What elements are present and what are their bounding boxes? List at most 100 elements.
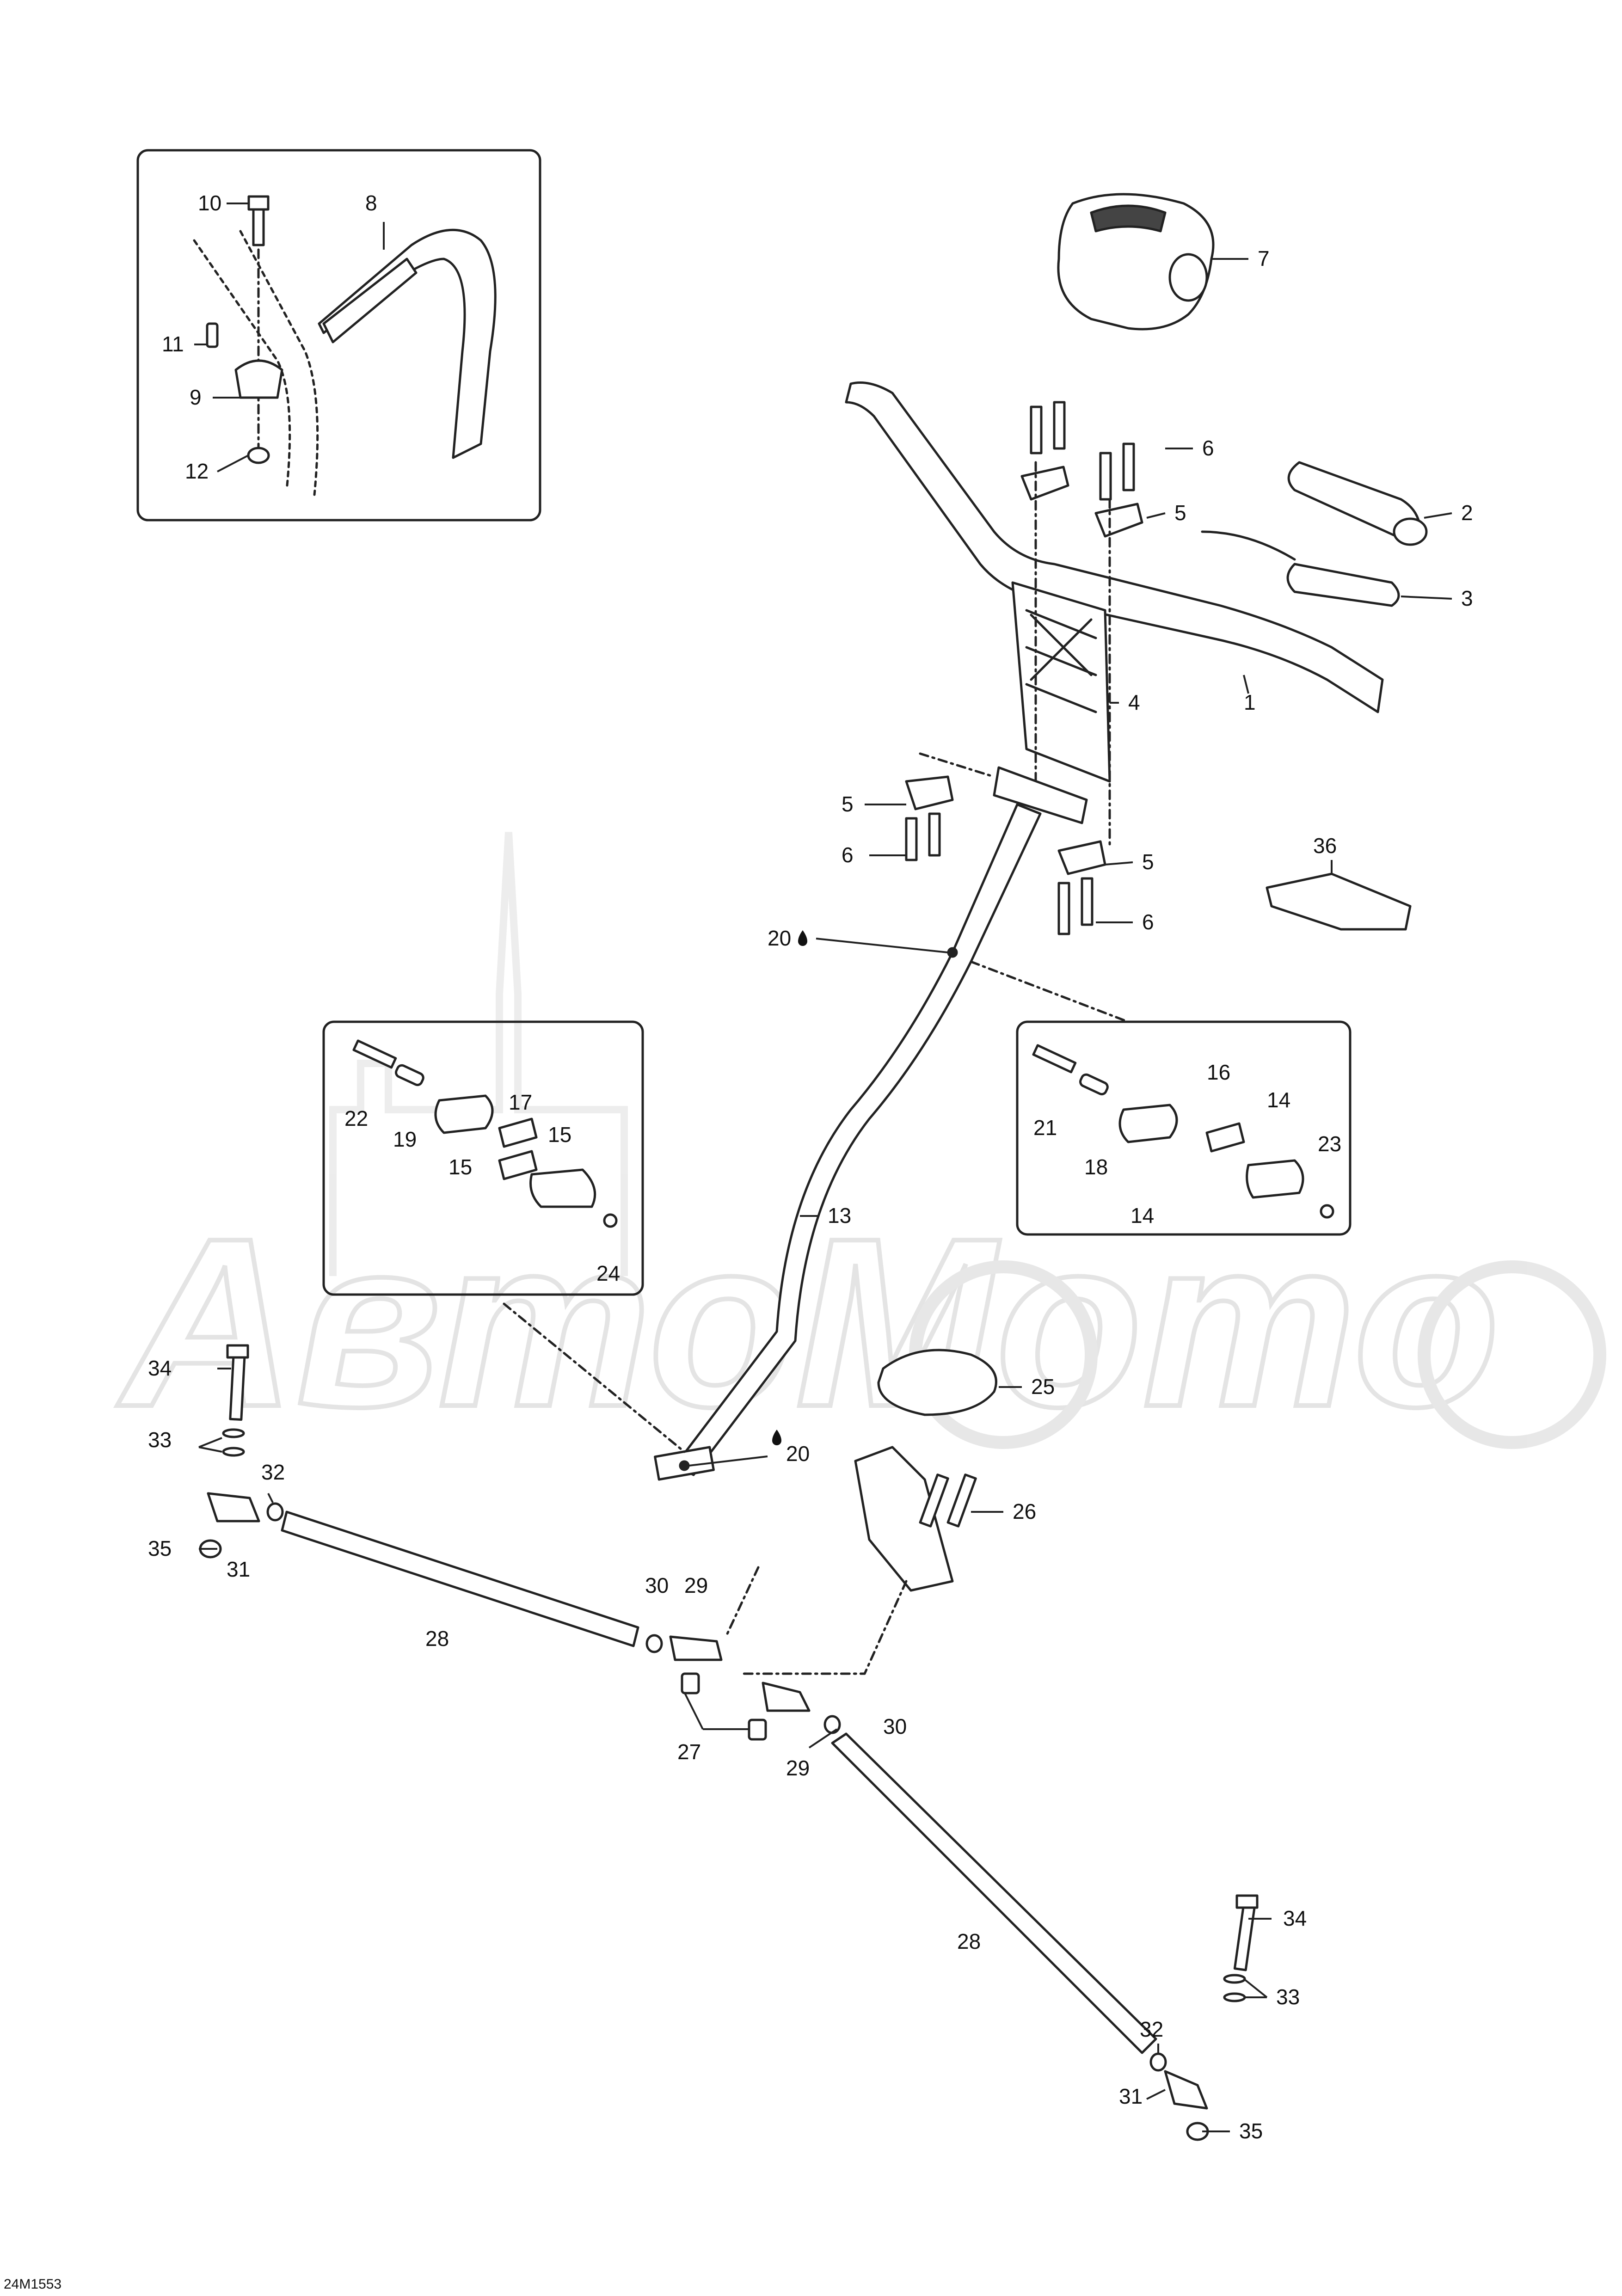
callout-21: 21 [1033,1116,1057,1140]
part-24-nut [603,1213,618,1228]
callout-10: 10 [198,191,221,215]
part-20-point-a [947,947,958,958]
part-29-rod-end-a [669,1635,723,1661]
part-33-washer-left-b [222,1447,245,1457]
part-5-clamp-b [1094,503,1143,538]
part-34-bolt-left [229,1353,246,1421]
part-33-washer-right-b [1223,1992,1246,2002]
part-12-nut [247,447,270,464]
callout-30-left: 30 [645,1573,669,1597]
callout-6-right: 6 [1142,910,1154,934]
callout-29-b: 29 [786,1756,810,1780]
part-1-handlebar [845,381,1384,713]
part-6-bolt-f [928,812,941,857]
callout-34-left: 34 [148,1356,172,1380]
part-33-washer-left-a [222,1428,245,1438]
axis-bracket [725,1566,908,1675]
callout-35-right: 35 [1239,2119,1263,2143]
part-34-bolt-right [1233,1903,1256,1971]
part-6-bolt-d [1122,442,1135,491]
part-13-steering-column [674,803,1042,1476]
inset-box-handlebar [136,149,541,522]
callout-35-left: 35 [148,1536,172,1560]
part-15-clamp-a [434,1094,494,1134]
part-6-bolt-a [1030,405,1043,454]
callout-3: 3 [1461,586,1473,610]
callout-32-left: 32 [261,1460,285,1484]
part-21-bolt [1032,1044,1077,1074]
part-28-tie-rod-left [281,1510,639,1647]
callout-4: 4 [1128,690,1140,714]
callout-15-b: 15 [449,1155,472,1179]
part-5-clamp-d [1057,840,1106,875]
part-30-nut-right [823,1715,841,1734]
callout-25: 25 [1031,1375,1055,1399]
callout-5-right: 5 [1142,850,1154,874]
part-14-clamp-a [1118,1104,1178,1143]
part-18-spacer [1079,1073,1109,1096]
part-3-grip [1286,563,1400,607]
axis-lower-clamp [919,752,995,778]
diagram-code: 24M1553 [4,2277,61,2292]
axis-column-right [970,960,1130,1023]
callout-31-right: 31 [1119,2084,1143,2108]
part-16-bushing [1205,1122,1245,1153]
callout-34-right: 34 [1283,1906,1307,1930]
part-6-bolt-b [1053,401,1066,450]
part-7-pad-hole [1168,253,1208,302]
part-34-bolt-left-head [226,1344,249,1359]
part-6-bolt-e [905,817,918,861]
part-17-bushing [498,1117,538,1148]
inset-dashed-tube-2 [239,230,319,496]
part-32-nut-right [1149,2052,1167,2072]
part-2-grip-end [1393,517,1428,546]
part-36-plate [1266,872,1412,931]
callout-5-left: 5 [842,792,854,816]
callout-24: 24 [596,1261,620,1285]
part-27-sleeve-b [748,1719,767,1741]
part-29-rod-end-b [762,1682,811,1712]
callout-20-top: 20 [768,926,791,950]
part-4-riser [1011,581,1111,783]
callout-8: 8 [365,191,377,215]
part-28-tie-rod-right [831,1732,1157,2054]
part-5-clamp-c [905,775,954,810]
part-27-sleeve-a [681,1672,700,1694]
callout-6-left: 6 [842,843,854,867]
callout-22: 22 [344,1106,368,1130]
callout-28-right: 28 [957,1929,981,1953]
part-26-bracket [854,1446,954,1592]
callout-18: 18 [1084,1155,1108,1179]
callout-11: 11 [162,332,184,356]
callout-33-left: 33 [148,1428,172,1452]
part-33-washer-right-a [1223,1974,1246,1984]
part-32-nut-left [266,1502,284,1522]
leader-lines [194,203,1452,2132]
callout-17: 17 [509,1090,532,1114]
callout-36: 36 [1313,834,1337,858]
callout-15-a: 15 [548,1123,571,1147]
droplet-icon [798,930,807,946]
part-22-bolt [352,1039,397,1069]
throttle-cable [1201,530,1296,561]
part-14-clamp-b [1246,1159,1304,1199]
part-31-rod-end-right [1164,2070,1208,2110]
callout-14-b: 14 [1130,1203,1154,1228]
part-20-point-b [679,1460,690,1471]
part-6-bolt-c [1099,452,1112,501]
callout-23: 23 [1318,1132,1341,1156]
callout-28-left: 28 [425,1627,449,1651]
part-8-strap [322,258,418,344]
part-4-riser-lattice [1025,609,1097,713]
callout-14-a: 14 [1267,1088,1290,1112]
part-26-bolt-a [919,1473,949,1528]
part-5-clamp-a [1020,466,1069,501]
callout-5-top: 5 [1174,501,1186,525]
callout-19: 19 [393,1127,417,1151]
callout-16: 16 [1207,1060,1230,1084]
callout-2: 2 [1461,501,1473,525]
watermark-wheel-right [1418,1260,1606,1449]
part-9-clamp [234,359,283,399]
part-26-bolt-b [946,1473,977,1528]
